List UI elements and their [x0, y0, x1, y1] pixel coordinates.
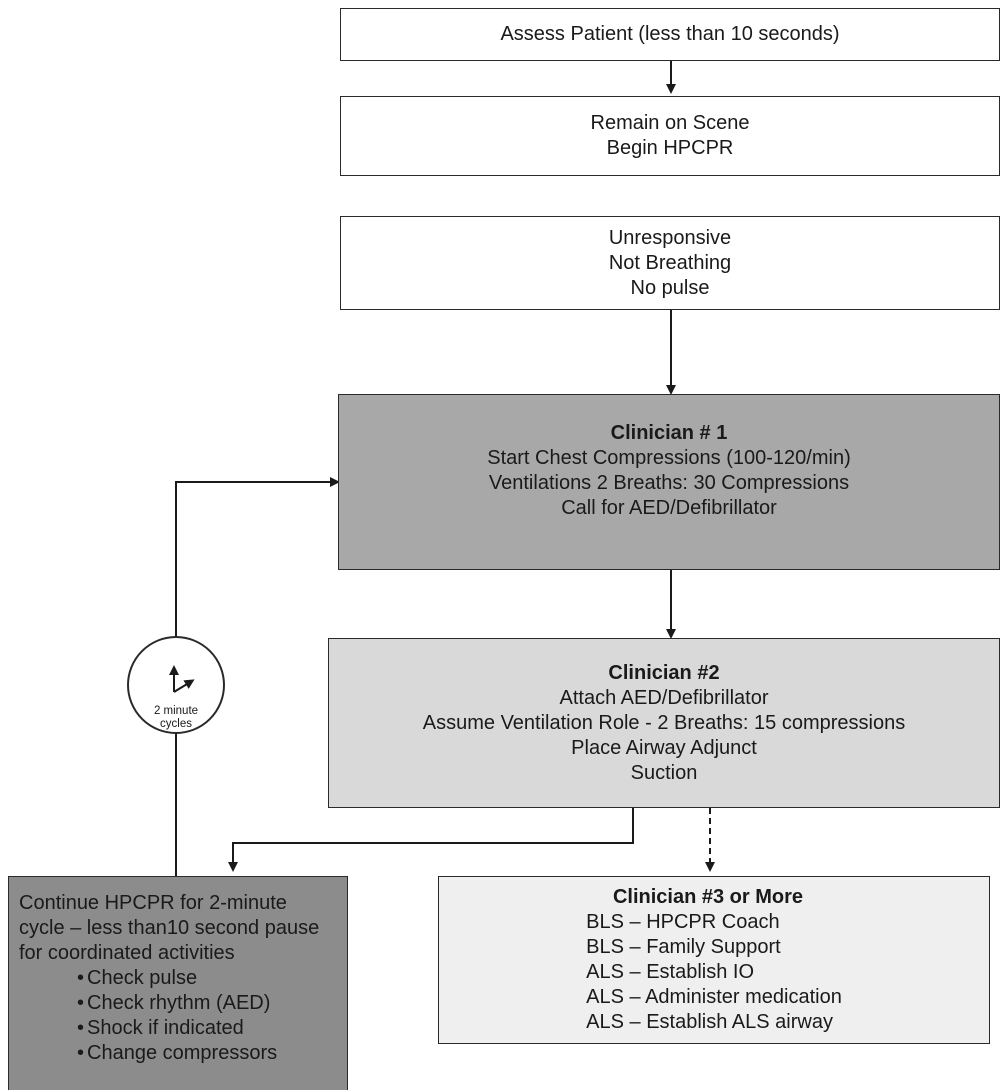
- timer-label-line-1: 2 minute: [153, 705, 199, 717]
- clock-icon: [169, 665, 195, 693]
- clinician3-line-1: BLS – HPCPR Coach: [586, 911, 780, 933]
- timer-label-line-2: cycles: [160, 718, 192, 730]
- continue-item: Check rhythm (AED): [59, 991, 347, 1016]
- continue-line-1: Continue HPCPR for 2-minute: [19, 892, 287, 914]
- continue-line-2: cycle – less than10 second pause: [19, 917, 320, 939]
- unresponsive-line-2: Not Breathing: [608, 251, 732, 274]
- unresponsive-line-1: Unresponsive: [608, 226, 732, 249]
- clinician1-line-3: Call for AED/Defibrillator: [561, 497, 777, 519]
- clinician2-line-4: Suction: [630, 761, 698, 784]
- continue-item: Check pulse: [59, 966, 347, 991]
- remain-line-2: Begin HPCPR: [606, 137, 734, 159]
- clinician1-line-2: Ventilations 2 Breaths: 30 Compressions: [488, 472, 850, 494]
- clinician3-title: Clinician #3 or More: [612, 886, 804, 908]
- clinician3-line-2: BLS – Family Support: [586, 936, 781, 958]
- continue-line-3: for coordinated activities: [19, 942, 235, 964]
- unresponsive-line-3: No pulse: [630, 276, 710, 299]
- assess-patient-box: Assess Patient (less than 10 seconds): [340, 8, 1000, 61]
- timer-label: 2 minute cycles: [129, 705, 223, 731]
- clinician3-line-4: ALS – Administer medication: [586, 986, 842, 1008]
- clinician2-line-3: Place Airway Adjunct: [571, 736, 757, 759]
- assess-line-1: Assess Patient (less than 10 seconds): [500, 23, 840, 45]
- two-minute-cycle-badge: 2 minute cycles: [127, 636, 225, 734]
- arrow-loop-back-to-clinician1: [175, 477, 340, 876]
- clinician2-line-2: Assume Ventilation Role - 2 Breaths: 15 …: [422, 711, 906, 734]
- continue-checklist: Check pulse Check rhythm (AED) Shock if …: [59, 966, 347, 1066]
- continue-item: Change compressors: [59, 1041, 347, 1066]
- clinician1-title: Clinician # 1: [610, 422, 728, 444]
- clinician3-line-3: ALS – Establish IO: [586, 961, 755, 983]
- clinician1-line-1: Start Chest Compressions (100-120/min): [487, 447, 851, 469]
- clinician3-box: Clinician #3 or More BLS – HPCPR Coach B…: [438, 876, 990, 1044]
- clinician1-box: Clinician # 1 Start Chest Compressions (…: [338, 394, 1000, 570]
- remain-on-scene-box: Remain on Scene Begin HPCPR: [340, 96, 1000, 176]
- clinician2-line-1: Attach AED/Defibrillator: [559, 686, 769, 709]
- clinician3-line-5: ALS – Establish ALS airway: [586, 1011, 833, 1033]
- clinician2-box: Clinician #2 Attach AED/Defibrillator As…: [328, 638, 1000, 808]
- clinician2-title: Clinician #2: [608, 661, 720, 684]
- arrow-clinician2-to-continue: [228, 808, 634, 872]
- continue-hpcpr-box: Continue HPCPR for 2-minute cycle – less…: [8, 876, 348, 1090]
- remain-line-1: Remain on Scene: [590, 112, 750, 134]
- continue-item: Shock if indicated: [59, 1016, 347, 1041]
- unresponsive-box: Unresponsive Not Breathing No pulse: [340, 216, 1000, 310]
